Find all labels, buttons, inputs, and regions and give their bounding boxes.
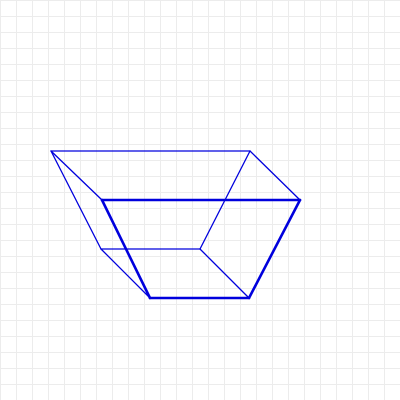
frustum-edge-left-upper — [50, 150, 103, 201]
frustum-edge-right-upper — [249, 150, 301, 201]
frustum-wireframe — [50, 150, 302, 300]
frustum-edge-back-left — [50, 150, 102, 250]
frustum-edge-right-lower — [199, 248, 250, 299]
frustum-edge-front-left — [100, 198, 152, 300]
frustum-edge-left-lower — [100, 248, 151, 299]
frustum-edge-front-right — [247, 198, 302, 300]
